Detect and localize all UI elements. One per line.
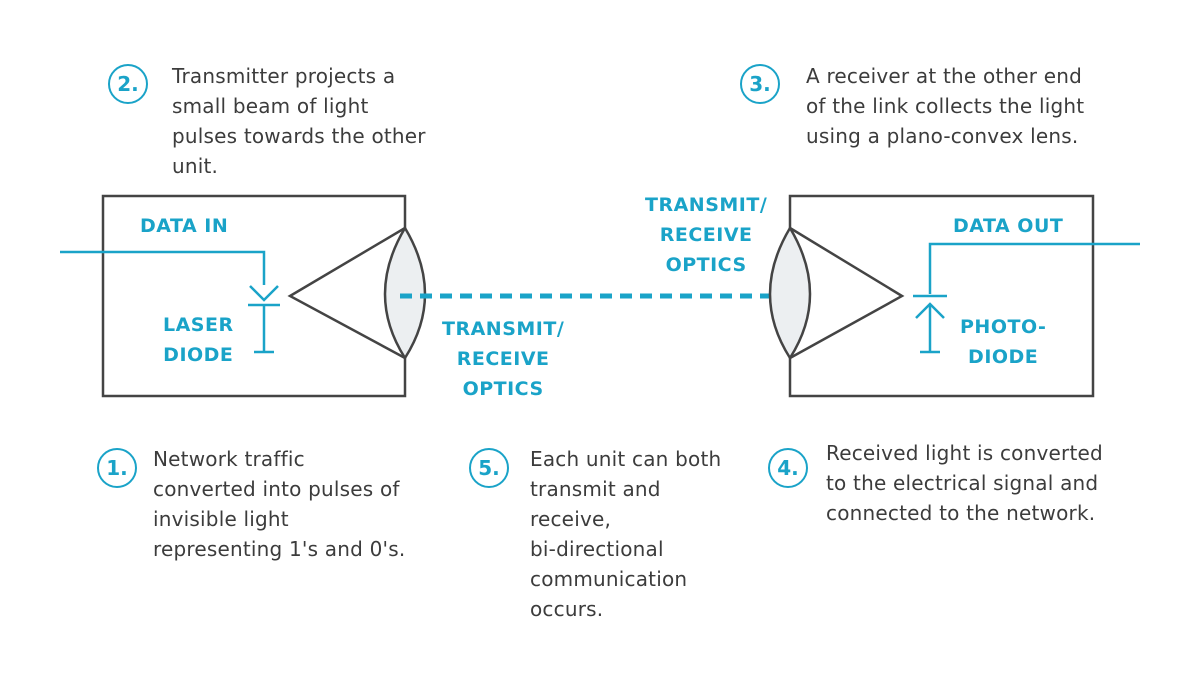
photo-diode-symbol (913, 294, 947, 354)
step-1-badge: 1. (97, 448, 137, 488)
step-2-text: Transmitter projects a small beam of lig… (172, 64, 426, 178)
photo-diode-label: PHOTO- DIODE (960, 316, 1047, 368)
left-unit (60, 194, 427, 398)
left-lens-icon (383, 225, 427, 361)
left-light-cone (287, 226, 406, 360)
step-5-badge: 5. (469, 448, 509, 488)
step-4-badge: 4. (768, 448, 808, 488)
laser-diode-label: LASER DIODE (163, 314, 234, 366)
step-5-text: Each unit can both transmit and receive,… (530, 447, 722, 621)
right-unit-box (788, 194, 1095, 398)
right-light-cone (789, 226, 905, 360)
step-3-text: A receiver at the other end of the link … (806, 64, 1085, 148)
step-3-badge: 3. (740, 64, 780, 104)
step-1-text: Network traffic converted into pulses of… (153, 447, 406, 561)
step-2-badge: 2. (108, 64, 148, 104)
laser-diode-symbol (248, 285, 280, 354)
optics-left-label: TRANSMIT/ RECEIVE OPTICS (442, 318, 565, 400)
optics-right-label: TRANSMIT/ RECEIVE OPTICS (645, 194, 768, 276)
right-lens-icon (768, 225, 812, 361)
left-unit-box (101, 194, 407, 398)
data-in-wire (60, 250, 266, 285)
right-unit (768, 194, 1140, 398)
data-in-label: DATA IN (140, 215, 229, 237)
data-out-label: DATA OUT (953, 215, 1064, 237)
step-4-text: Received light is converted to the elect… (826, 441, 1103, 525)
data-out-wire (928, 242, 1140, 294)
